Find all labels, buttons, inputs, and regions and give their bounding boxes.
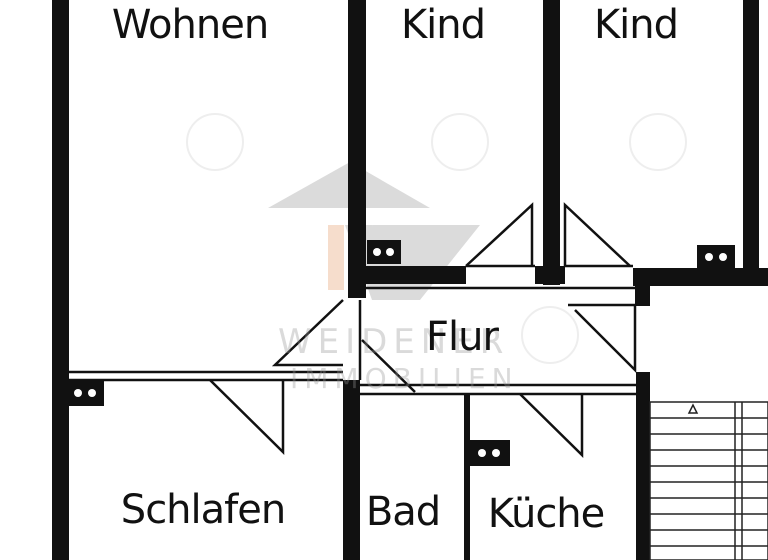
- watermark-text-line2: IMMOBILIEN: [290, 362, 519, 395]
- room-label-schlafen: Schlafen: [120, 487, 286, 533]
- watermark-text-line1: WEIDENER: [278, 322, 510, 362]
- watermark-circles: [186, 113, 687, 364]
- staircase: [649, 401, 768, 560]
- room-label-flur: Flur: [426, 314, 499, 360]
- walls: [52, 0, 768, 560]
- room-label-kind-2: Kind: [593, 2, 679, 48]
- room-label-kueche: Küche: [487, 491, 606, 537]
- thin-walls-and-doors: [69, 202, 637, 458]
- room-label-bad: Bad: [365, 489, 441, 535]
- stair-arrow-icon: [687, 403, 699, 414]
- chimney-icon: [68, 240, 735, 466]
- room-label-kind-1: Kind: [400, 2, 486, 48]
- room-label-wohnen: Wohnen: [111, 2, 269, 48]
